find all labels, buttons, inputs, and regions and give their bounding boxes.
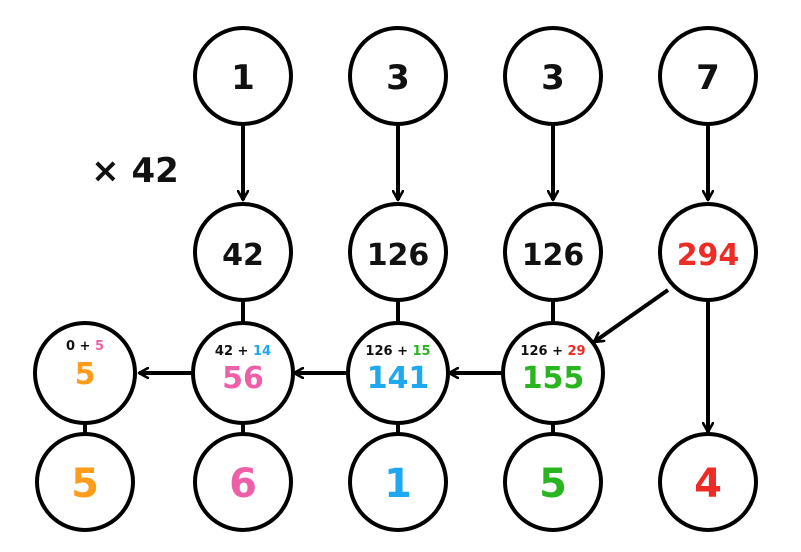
sum-node-2: 126 + 15 141 (346, 321, 450, 425)
sum-node-0-expression: 0 + 5 (66, 339, 104, 354)
digit-node-0-label: 5 (71, 461, 99, 507)
sum-node-3-value: 155 (522, 361, 585, 396)
sum-node-3: 126 + 29 155 (501, 321, 605, 425)
sum-node-1-plus: + (233, 344, 253, 359)
sum-node-3-expression: 126 + 29 (520, 344, 585, 359)
sum-node-1-base: 42 (215, 344, 233, 359)
digit-node-4-label: 4 (694, 461, 722, 507)
sum-node-3-base: 126 (520, 344, 547, 359)
top-node-2: 3 (503, 26, 603, 126)
top-node-1-label: 3 (386, 58, 410, 98)
product-node-3-label: 294 (677, 238, 740, 273)
arrow-carry-diagonal (594, 288, 670, 344)
sum-node-2-value: 141 (367, 361, 430, 396)
sum-node-0-base: 0 (66, 339, 75, 354)
top-node-1: 3 (348, 26, 448, 126)
product-node-0-label: 42 (222, 238, 264, 273)
sum-node-0: 0 + 5 5 (33, 321, 137, 425)
sum-node-0-carry: 5 (95, 339, 104, 354)
digit-node-4: 4 (658, 432, 758, 532)
digit-node-2: 1 (348, 432, 448, 532)
digit-node-3: 5 (503, 432, 603, 532)
product-node-0: 42 (193, 202, 293, 302)
sum-node-2-expression: 126 + 15 (365, 344, 430, 359)
product-node-1: 126 (348, 202, 448, 302)
sum-node-3-carry: 29 (568, 344, 586, 359)
digit-node-3-label: 5 (539, 461, 567, 507)
top-node-3-label: 7 (696, 58, 720, 98)
top-node-2-label: 3 (541, 58, 565, 98)
sum-node-2-plus: + (393, 344, 413, 359)
digit-node-0: 5 (35, 432, 135, 532)
sum-node-1-expression: 42 + 14 (215, 344, 271, 359)
sum-node-1-carry: 14 (253, 344, 271, 359)
sum-node-0-plus: + (75, 339, 95, 354)
sum-node-2-carry: 15 (413, 344, 431, 359)
digit-node-2-label: 1 (384, 461, 412, 507)
multiplier-label: × 42 (91, 151, 179, 191)
top-node-3: 7 (658, 26, 758, 126)
sum-node-1: 42 + 14 56 (191, 321, 295, 425)
sum-node-0-value: 5 (75, 357, 96, 392)
top-node-0: 1 (193, 26, 293, 126)
sum-node-1-value: 56 (222, 361, 264, 396)
product-node-1-label: 126 (367, 238, 430, 273)
product-node-3: 294 (658, 202, 758, 302)
digit-node-1: 6 (193, 432, 293, 532)
product-node-2-label: 126 (522, 238, 585, 273)
sum-node-3-plus: + (548, 344, 568, 359)
sum-node-2-base: 126 (365, 344, 392, 359)
top-node-0-label: 1 (231, 58, 255, 98)
digit-node-1-label: 6 (229, 461, 257, 507)
product-node-2: 126 (503, 202, 603, 302)
